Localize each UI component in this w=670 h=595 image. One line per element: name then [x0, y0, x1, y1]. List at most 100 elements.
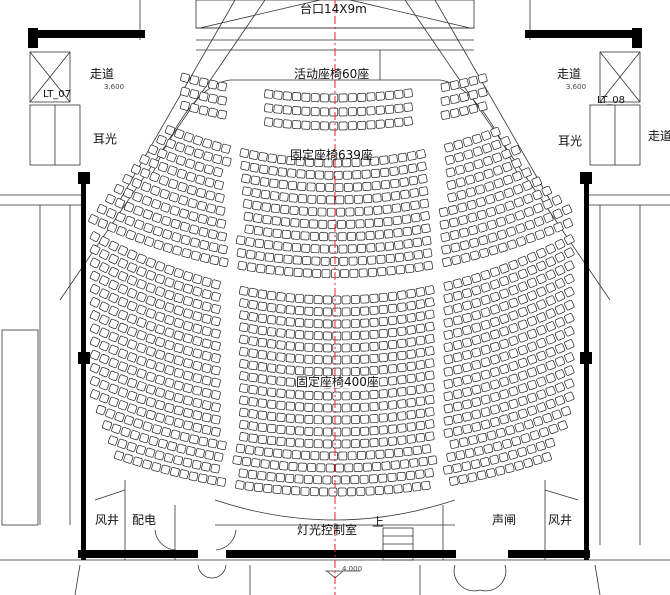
seat — [483, 443, 494, 454]
seat — [489, 341, 500, 352]
seat — [282, 449, 292, 459]
ear-light-right-label: 耳光 — [558, 134, 583, 148]
seat — [89, 257, 101, 269]
seat — [263, 240, 274, 250]
seat — [244, 224, 254, 235]
seat — [276, 292, 286, 302]
seat — [564, 365, 575, 376]
elevation-right: 3.600 — [566, 83, 587, 91]
seat — [554, 356, 566, 367]
seat — [338, 244, 348, 254]
seat — [489, 304, 500, 315]
seat — [282, 91, 292, 101]
seat — [412, 445, 422, 455]
seat — [145, 295, 156, 306]
seat — [534, 229, 545, 240]
seat — [168, 178, 179, 189]
seat — [451, 255, 462, 265]
seat — [329, 451, 338, 461]
seat — [242, 186, 252, 197]
seat — [299, 218, 309, 229]
seat — [421, 480, 431, 491]
seat — [350, 367, 360, 377]
seat — [276, 352, 286, 362]
seat — [297, 181, 307, 191]
seat — [374, 230, 384, 240]
seat — [188, 471, 199, 482]
seat — [341, 415, 351, 425]
seat — [355, 219, 365, 229]
seat — [366, 243, 376, 253]
seat — [173, 280, 184, 291]
seat — [167, 441, 178, 452]
seat — [443, 379, 454, 389]
seat — [285, 317, 295, 327]
seat — [489, 454, 500, 465]
seat — [385, 253, 395, 264]
seat — [369, 341, 379, 351]
seat — [554, 330, 566, 341]
seat — [323, 391, 332, 401]
seat — [192, 336, 203, 346]
seat — [273, 241, 283, 251]
seat — [529, 430, 540, 441]
seat — [239, 432, 249, 442]
seat — [108, 370, 119, 381]
seat — [289, 205, 299, 215]
seat — [259, 177, 270, 187]
seat — [99, 393, 110, 404]
seat — [341, 343, 351, 353]
seat — [564, 234, 575, 245]
seat — [427, 455, 438, 465]
seat — [508, 386, 519, 397]
seat — [200, 253, 210, 263]
seat — [405, 263, 415, 274]
seat — [354, 207, 364, 217]
seat — [334, 183, 344, 192]
seat — [359, 474, 369, 484]
seat — [425, 419, 435, 429]
seat — [169, 467, 180, 477]
seat — [486, 468, 496, 478]
seat — [332, 415, 342, 425]
seat — [514, 210, 525, 221]
seat — [415, 372, 426, 382]
seat — [263, 447, 274, 457]
seat — [491, 139, 502, 150]
seat — [397, 411, 407, 421]
seat — [315, 170, 325, 180]
seat — [454, 152, 465, 163]
seat — [307, 194, 317, 204]
seat — [276, 424, 286, 435]
seat — [440, 82, 451, 92]
seat — [329, 93, 339, 103]
seat — [499, 288, 510, 299]
seat — [164, 264, 175, 275]
seat — [517, 395, 528, 406]
seat — [284, 267, 294, 277]
seat — [159, 189, 170, 200]
seat — [217, 95, 227, 106]
seat — [208, 242, 219, 253]
seat — [500, 136, 511, 147]
seat — [369, 426, 379, 436]
seat — [117, 284, 129, 295]
seat — [239, 407, 249, 418]
seat — [554, 265, 566, 276]
seat — [136, 368, 147, 379]
seat — [99, 353, 110, 365]
seat — [185, 158, 196, 169]
seat — [341, 439, 351, 449]
seat — [440, 110, 451, 120]
seat — [276, 388, 286, 398]
seat — [462, 312, 472, 323]
seat — [545, 295, 556, 306]
seat — [394, 117, 404, 127]
seat — [542, 199, 553, 210]
seat — [350, 307, 360, 317]
seat — [105, 194, 116, 205]
seat — [469, 250, 480, 261]
seat — [360, 306, 370, 316]
seat — [108, 383, 119, 394]
seat — [257, 325, 268, 336]
